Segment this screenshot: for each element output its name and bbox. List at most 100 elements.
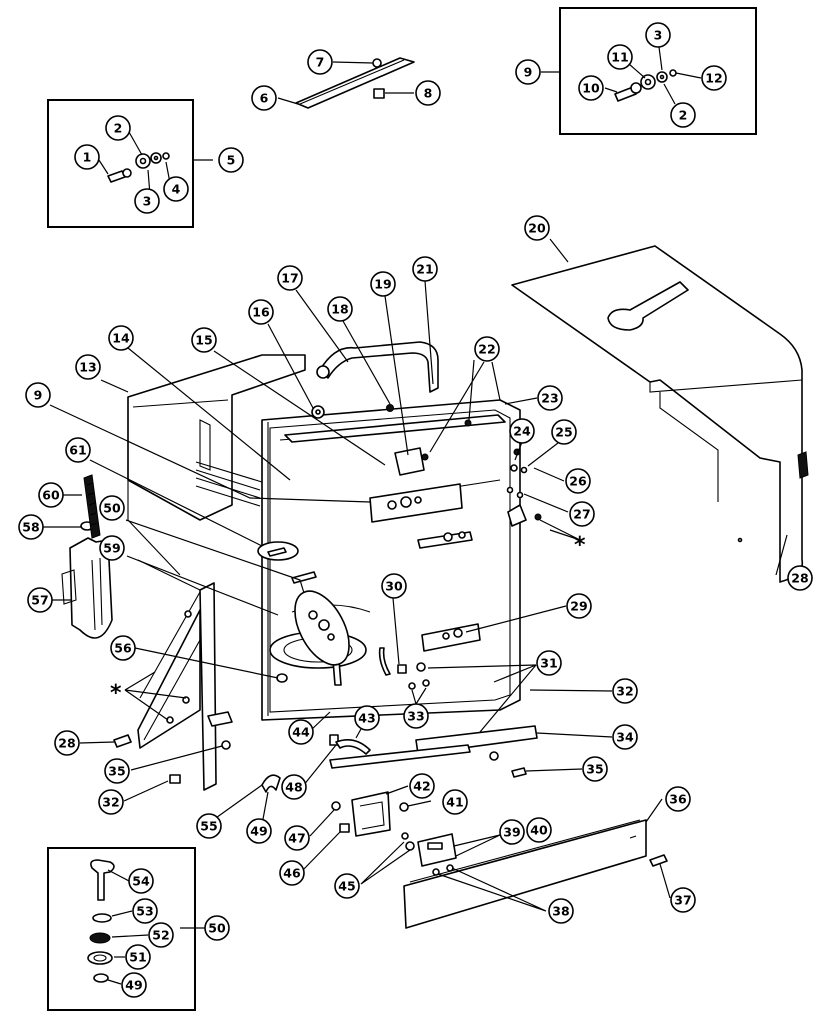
- svg-text:9: 9: [524, 65, 533, 80]
- callout-23: 23: [537, 385, 563, 411]
- svg-text:2: 2: [679, 108, 688, 123]
- svg-text:16: 16: [252, 305, 270, 320]
- callout-24: 24: [509, 418, 535, 444]
- svg-text:12: 12: [705, 71, 722, 86]
- callout-15: 15: [191, 327, 217, 353]
- callout-59: 59: [99, 535, 125, 561]
- svg-text:44: 44: [292, 725, 310, 740]
- callout-30: 30: [381, 573, 407, 599]
- svg-text:15: 15: [195, 333, 212, 348]
- svg-text:40: 40: [530, 823, 548, 838]
- svg-text:2: 2: [114, 121, 123, 136]
- svg-text:50: 50: [208, 921, 226, 936]
- svg-text:49: 49: [125, 978, 142, 993]
- svg-text:23: 23: [541, 391, 558, 406]
- svg-text:38: 38: [552, 904, 569, 919]
- asterisk-note-right: *: [574, 533, 586, 558]
- svg-text:3: 3: [143, 194, 152, 209]
- leader-lines: [43, 46, 788, 985]
- callout-9: 9: [515, 59, 541, 85]
- svg-text:19: 19: [374, 277, 391, 292]
- svg-text:20: 20: [528, 221, 546, 236]
- callout-44: 44: [288, 719, 314, 745]
- callout-58: 58: [18, 514, 44, 540]
- svg-text:31: 31: [540, 656, 557, 671]
- callout-36: 36: [665, 786, 691, 812]
- callout-26: 26: [565, 468, 591, 494]
- svg-text:42: 42: [413, 779, 430, 794]
- svg-text:37: 37: [674, 893, 691, 908]
- callout-21: 21: [412, 256, 438, 282]
- callout-40: 40: [526, 817, 552, 843]
- callout-41: 41: [442, 789, 468, 815]
- callout-34: 34: [612, 724, 638, 750]
- callout-28-left: 28: [54, 730, 80, 756]
- callout-51: 51: [125, 944, 151, 970]
- callout-22: 22: [474, 336, 500, 362]
- svg-text:56: 56: [114, 641, 132, 656]
- callout-48: 48: [281, 774, 307, 800]
- callout-11: 11: [607, 44, 633, 70]
- svg-text:61: 61: [69, 443, 86, 458]
- callout-52: 52: [148, 922, 174, 948]
- callout-29: 29: [566, 593, 592, 619]
- svg-text:47: 47: [288, 831, 305, 846]
- callout-42: 42: [409, 773, 435, 799]
- callout-7: 7: [307, 49, 333, 75]
- callout-50: 50: [99, 495, 125, 521]
- callout-3-inset: 3: [645, 22, 671, 48]
- callout-25: 25: [551, 419, 577, 445]
- asterisk-note-left: *: [110, 681, 122, 706]
- svg-text:25: 25: [555, 425, 572, 440]
- callout-46: 46: [279, 860, 305, 886]
- callout-37: 37: [670, 887, 696, 913]
- svg-text:35: 35: [108, 764, 125, 779]
- svg-text:9: 9: [34, 388, 43, 403]
- callout-49-inset: 49: [121, 972, 147, 998]
- callout-50-inset: 50: [204, 915, 230, 941]
- svg-text:6: 6: [260, 91, 269, 106]
- svg-text:43: 43: [358, 711, 375, 726]
- inset-box-part-5: [47, 99, 194, 228]
- callout-13: 13: [75, 354, 101, 380]
- callout-33: 33: [403, 703, 429, 729]
- svg-text:28: 28: [791, 571, 808, 586]
- callout-60: 60: [38, 482, 64, 508]
- callout-5: 5: [218, 147, 244, 173]
- svg-text:22: 22: [478, 342, 495, 357]
- callout-28: 28: [787, 565, 813, 591]
- svg-text:32: 32: [616, 684, 633, 699]
- svg-text:21: 21: [416, 262, 433, 277]
- callout-2-inset: 2: [670, 102, 696, 128]
- svg-text:30: 30: [385, 579, 403, 594]
- svg-text:32: 32: [102, 795, 119, 810]
- svg-text:60: 60: [42, 488, 60, 503]
- callout-32: 32: [612, 678, 638, 704]
- callout-1: 1: [74, 144, 100, 170]
- callout-19: 19: [370, 271, 396, 297]
- callout-35-right: 35: [582, 756, 608, 782]
- svg-text:34: 34: [616, 730, 634, 745]
- svg-text:45: 45: [338, 879, 355, 894]
- svg-text:26: 26: [569, 474, 587, 489]
- svg-text:14: 14: [112, 331, 130, 346]
- svg-text:33: 33: [407, 709, 424, 724]
- inset-box-part-9: [559, 7, 757, 135]
- callout-10: 10: [578, 75, 604, 101]
- callout-45: 45: [334, 873, 360, 899]
- svg-text:3: 3: [654, 28, 663, 43]
- callout-47: 47: [284, 825, 310, 851]
- callout-43: 43: [354, 705, 380, 731]
- callout-6: 6: [251, 85, 277, 111]
- callout-4: 4: [163, 176, 189, 202]
- svg-text:28: 28: [58, 736, 75, 751]
- svg-text:50: 50: [103, 501, 121, 516]
- callout-38: 38: [548, 898, 574, 924]
- parts-drawing: [61, 57, 809, 983]
- svg-text:52: 52: [152, 928, 169, 943]
- svg-text:36: 36: [669, 792, 687, 807]
- svg-text:59: 59: [103, 541, 120, 556]
- callout-27: 27: [569, 501, 595, 527]
- svg-text:51: 51: [129, 950, 146, 965]
